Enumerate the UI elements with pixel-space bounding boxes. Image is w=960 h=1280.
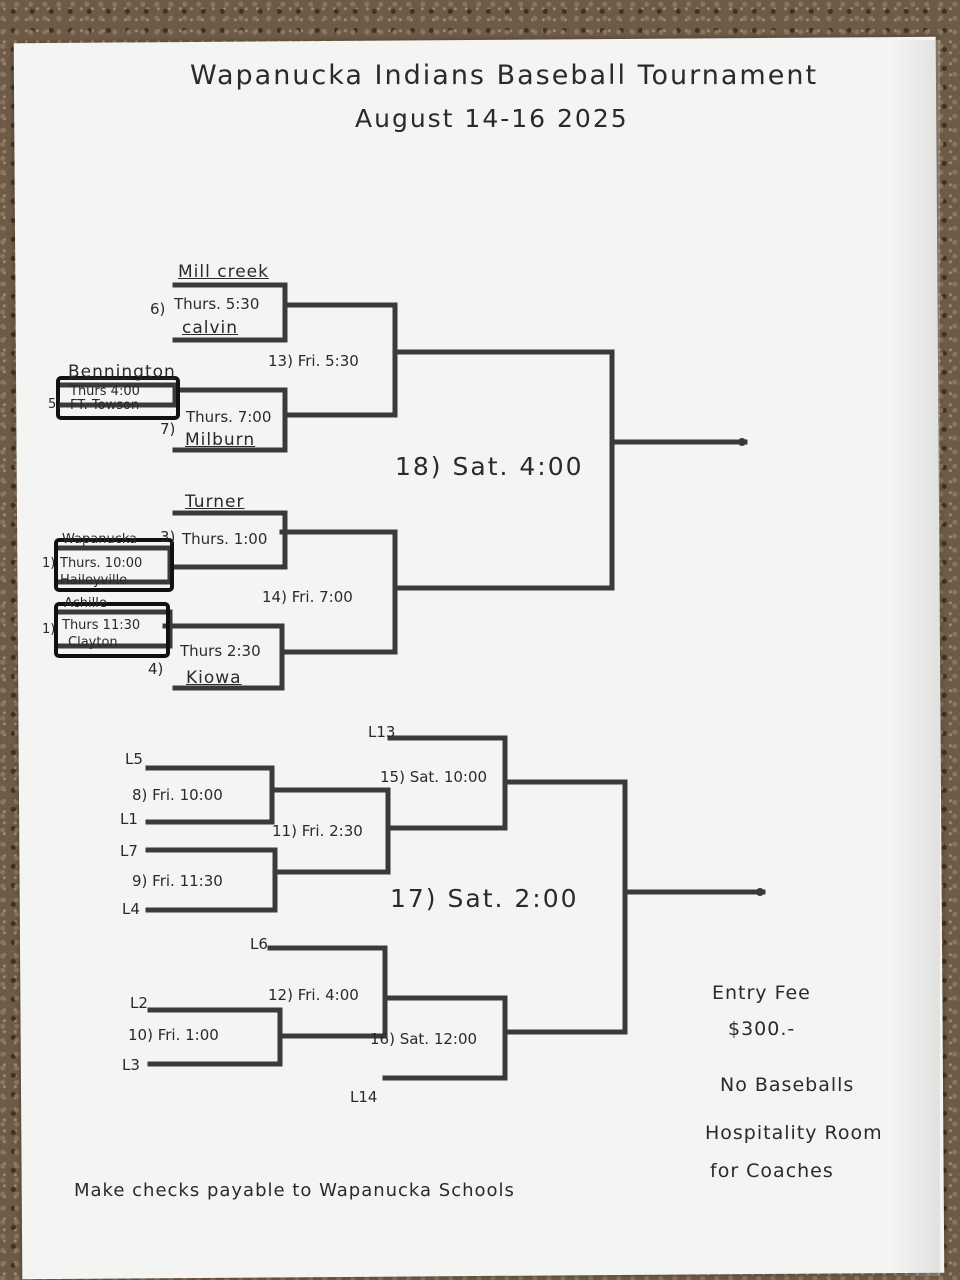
game-13: 13) Fri. 5:30 xyxy=(268,352,359,370)
game-4-time: Thurs 2:30 xyxy=(180,642,261,660)
game-14: 14) Fri. 7:00 xyxy=(262,588,353,606)
slot-l14: L14 xyxy=(350,1088,378,1106)
team-milburn: Milburn xyxy=(185,430,256,450)
bracket-game-12 xyxy=(267,945,388,1039)
game-15: 15) Sat. 10:00 xyxy=(380,768,488,786)
slot-l6: L6 xyxy=(250,935,268,953)
tournament-dates: August 14-16 2025 xyxy=(355,104,629,133)
entry-fee-label: Entry Fee xyxy=(712,982,811,1004)
team-achille: Achille xyxy=(64,596,107,611)
game-7-number: 7) xyxy=(160,420,176,438)
bracket-game-13 xyxy=(282,302,398,418)
entry-fee-amount: $300.- xyxy=(728,1018,796,1040)
team-bennington: Bennington xyxy=(68,362,176,382)
game-3-time: Thurs. 1:00 xyxy=(182,530,268,548)
slot-l3: L3 xyxy=(122,1056,140,1074)
team-ft-towson: FT. Towson xyxy=(70,398,140,413)
bracket-game-17 xyxy=(502,779,628,1035)
bracket-game-14 xyxy=(279,529,398,655)
tournament-title: Wapanucka Indians Baseball Tournament xyxy=(190,60,819,91)
game-1b-number: 1) xyxy=(42,622,56,637)
hospitality-line-2: for Coaches xyxy=(710,1160,834,1182)
bracket-game-7 xyxy=(172,387,288,453)
bracket-game-8 xyxy=(145,765,275,825)
game-7-time: Thurs. 7:00 xyxy=(186,408,272,426)
game-12: 12) Fri. 4:00 xyxy=(268,986,359,1004)
game-1a-time: Thurs. 10:00 xyxy=(60,556,143,571)
game-3-number: 3) xyxy=(160,528,176,546)
slot-l4: L4 xyxy=(122,900,140,918)
bracket-game-10 xyxy=(147,1007,283,1067)
bracket-game-6 xyxy=(172,282,288,343)
game-4-number: 4) xyxy=(148,660,164,678)
team-haileyville: Haileyville xyxy=(60,573,128,588)
team-clayton: Clayton xyxy=(68,635,118,650)
bracket-game-18 xyxy=(392,349,615,591)
team-wapanucka: Wapanucka xyxy=(62,532,138,547)
bracket-game-4 xyxy=(162,623,285,691)
game-16: 16) Sat. 12:00 xyxy=(370,1030,478,1048)
game-9: 9) Fri. 11:30 xyxy=(132,872,223,890)
slot-l2: L2 xyxy=(130,994,148,1012)
game-8: 8) Fri. 10:00 xyxy=(132,786,223,804)
game-6-number: 6) xyxy=(150,300,166,318)
team-turner: Turner xyxy=(185,492,245,512)
game-1b-time: Thurs 11:30 xyxy=(62,618,141,633)
bracket-game-16 xyxy=(382,995,508,1081)
bracket-game-5 xyxy=(57,382,178,408)
slot-l7: L7 xyxy=(120,842,138,860)
bracket-game-9 xyxy=(145,847,278,913)
game-10: 10) Fri. 1:00 xyxy=(128,1026,219,1044)
team-calvin: calvin xyxy=(182,318,239,338)
game-1a-number: 1) xyxy=(42,556,56,571)
game-18: 18) Sat. 4:00 xyxy=(395,452,584,481)
game-17: 17) Sat. 2:00 xyxy=(390,884,579,913)
slot-l1: L1 xyxy=(120,810,138,828)
hospitality-line-1: Hospitality Room xyxy=(705,1122,883,1144)
slot-l5: L5 xyxy=(125,750,143,768)
bracket-game-3 xyxy=(172,510,288,570)
bracket-game-11 xyxy=(269,787,391,875)
checks-payable-note: Make checks payable to Wapanucka Schools xyxy=(74,1180,515,1201)
slot-l13: L13 xyxy=(368,723,396,741)
game-5-number: 5) xyxy=(48,397,62,412)
game-6-time: Thurs. 5:30 xyxy=(174,295,260,313)
game-11: 11) Fri. 2:30 xyxy=(272,822,363,840)
game-5-time: Thurs 4:00 xyxy=(70,384,140,399)
team-kiowa: Kiowa xyxy=(186,668,242,688)
team-mill-creek: Mill creek xyxy=(178,262,269,282)
no-baseballs-note: No Baseballs xyxy=(720,1074,855,1096)
